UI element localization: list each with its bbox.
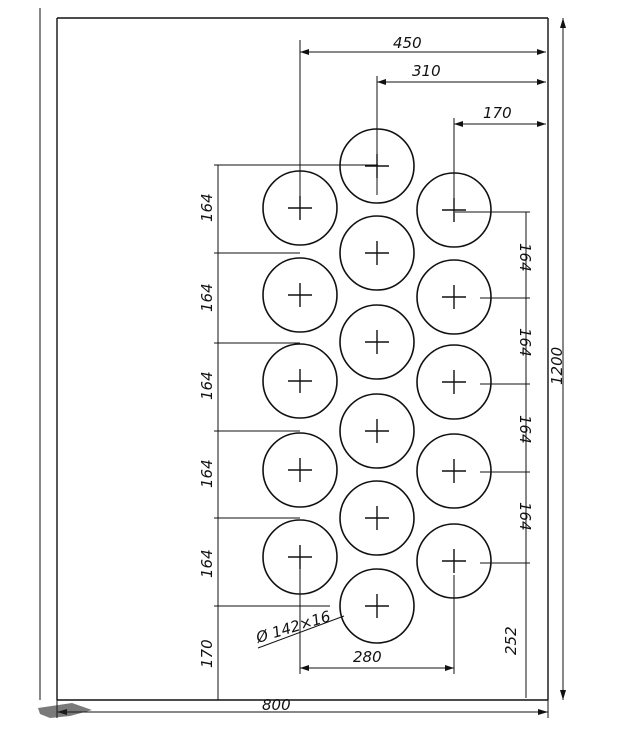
right-dim-3: 164 [516,415,534,444]
left-dim-2: 164 [198,283,216,312]
dimension-310: 310 [376,62,546,195]
dimension-450: 450 [299,34,546,205]
hole-circle [262,257,338,333]
left-dim-bottom: 170 [198,639,216,668]
hole-circle [416,344,492,420]
left-dim-3: 164 [198,371,216,400]
hole-circle [262,432,338,508]
dimension-170-top: 170 [453,104,546,220]
left-dim-5: 164 [198,549,216,578]
hole-diameter-callout: Ø 142×16 [253,607,345,649]
dimension-800-label: 800 [262,696,291,714]
holes-pattern [262,128,492,644]
hole-diameter-label: Ø 142×16 [253,607,333,647]
dimension-1200: 1200 [548,18,566,700]
left-dim-4: 164 [198,459,216,488]
scan-smudge [38,703,92,718]
right-dim-4: 164 [516,502,534,531]
dimension-450-label: 450 [393,34,422,52]
hole-circle [416,259,492,335]
hole-circle [339,215,415,291]
dimension-280-label: 280 [353,648,382,666]
hole-circle [339,393,415,469]
hole-circle [339,304,415,380]
dimension-310-label: 310 [412,62,441,80]
right-dim-2: 164 [516,328,534,357]
left-dim-1: 164 [198,193,216,222]
right-dimension-chain: 164 164 164 164 252 [455,211,534,698]
dimension-1200-label: 1200 [548,347,566,385]
right-dim-1: 164 [516,243,534,272]
hole-circle [262,343,338,419]
left-dimension-chain: 164 164 164 164 164 170 [198,164,378,700]
hole-circle [339,480,415,556]
hole-circle [416,433,492,509]
right-dim-bottom: 252 [502,626,520,655]
dimension-280: 280 [299,560,455,674]
hole-circle [339,568,415,644]
dimension-170-top-label: 170 [483,104,512,122]
